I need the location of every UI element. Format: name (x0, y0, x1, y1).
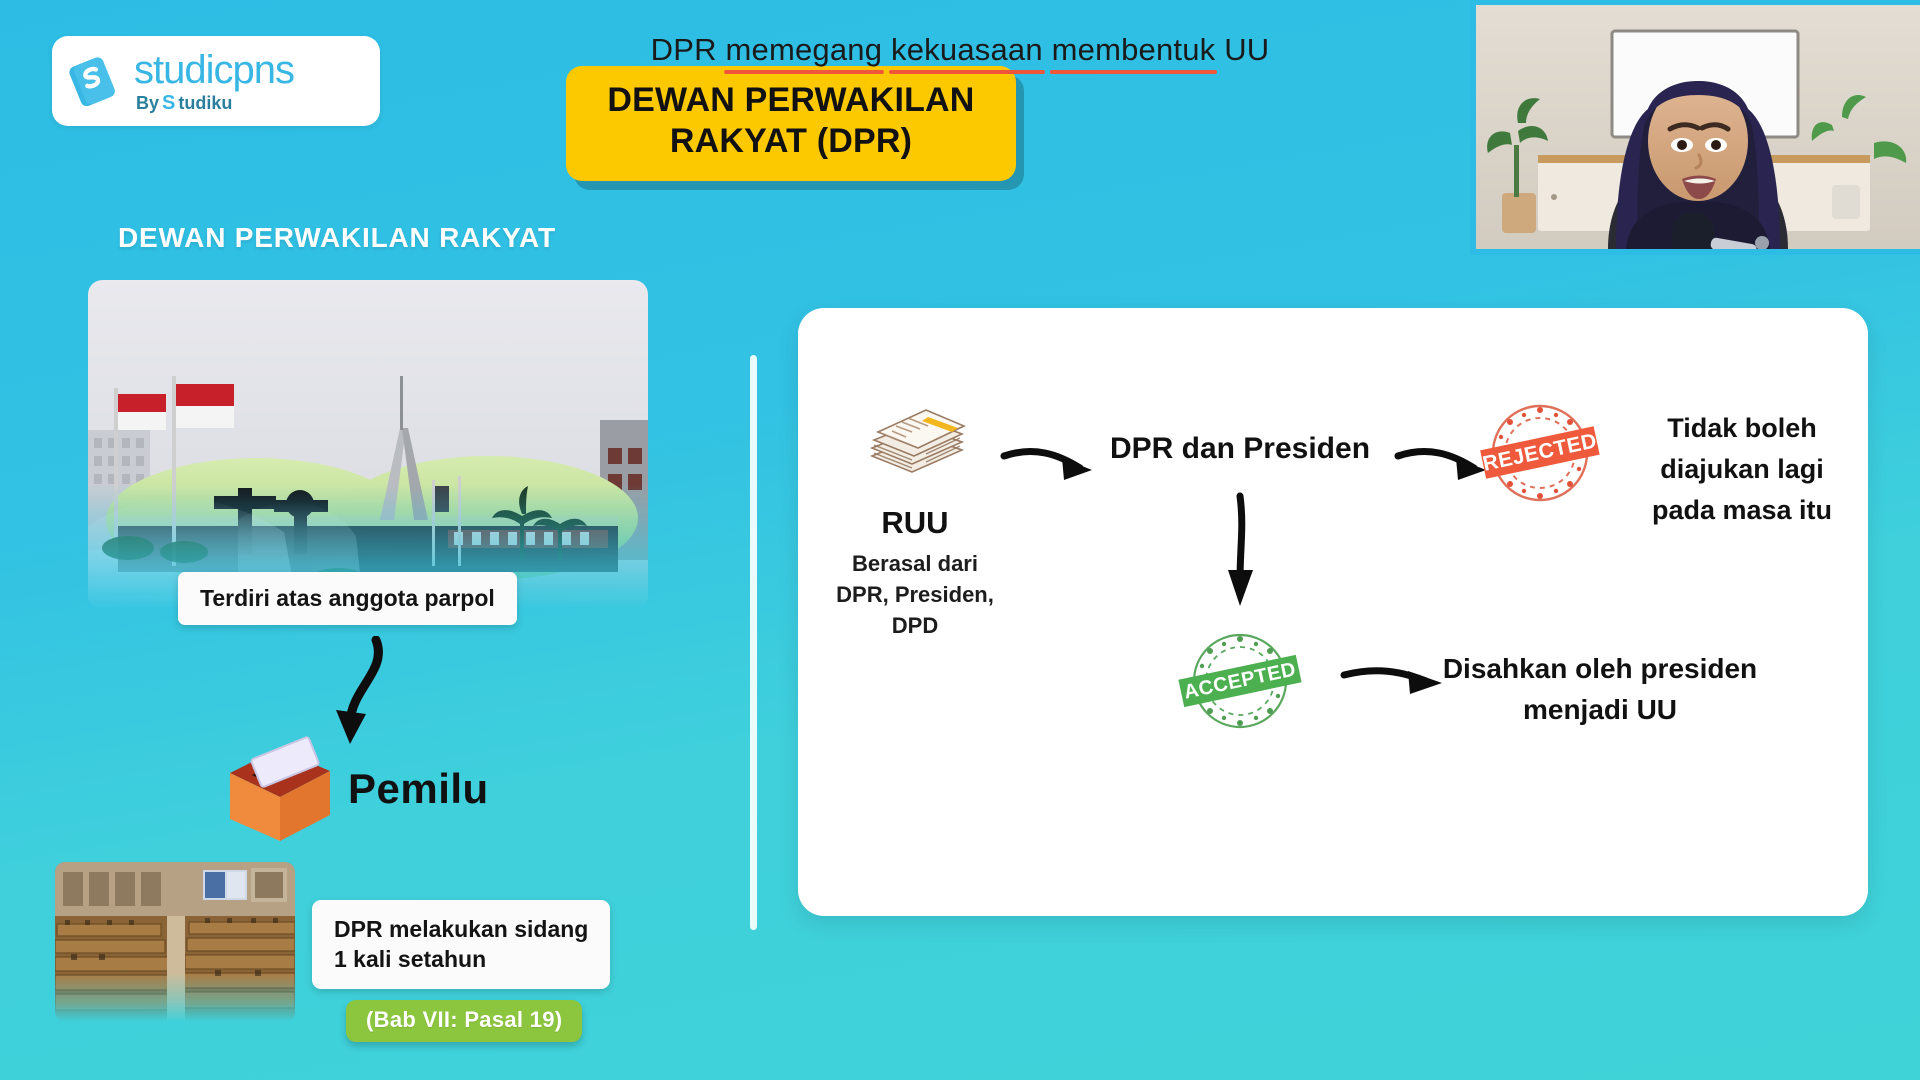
studiku-bolt-icon: S (162, 91, 176, 114)
accepted-text-line-2: menjadi UU (1522, 694, 1678, 726)
caption-sidang-line-1: DPR melakukan sidang (334, 916, 589, 942)
presenter-webcam-overlay (1470, 0, 1920, 255)
brand-tagline-name: tudiku (178, 92, 233, 113)
rejected-outcome-text: Tidak boleh diajukan lagi pada masa itu (1612, 408, 1872, 531)
studicpns-s-logo-icon (66, 53, 122, 109)
arrow-down-accepted-icon (1222, 492, 1262, 618)
rejected-stamp-icon: REJECTED (1480, 398, 1600, 508)
ruu-subtitle: Berasal dari DPR, Presiden, DPD (810, 548, 1020, 642)
rejected-text-line-2: diajukan lagi (1660, 454, 1824, 485)
brand-tagline-by: By (136, 92, 160, 113)
svg-text:REJECTED: REJECTED (1481, 429, 1599, 476)
dpr-building-photo (88, 280, 648, 610)
arrow-right-rejected-icon (1394, 440, 1494, 490)
flow-card-title: DPR memegang kekuasaan membentuk UU (0, 32, 1920, 68)
node-dpr-dan-presiden: DPR dan Presiden (1109, 432, 1371, 465)
ruu-sub-line-3: DPD (891, 613, 939, 639)
flow-title-space-1 (882, 32, 891, 67)
slide-title-line-2: RAKYAT (DPR) (669, 122, 913, 161)
caption-sidang-line-2: 1 kali setahun (334, 946, 487, 973)
arrow-right-accepted-icon (1340, 655, 1450, 705)
pasal-reference-badge: (Bab VII: Pasal 19) (346, 1000, 583, 1042)
ballot-box-icon (218, 735, 338, 845)
accepted-stamp-icon: ACCEPTED (1178, 628, 1302, 734)
flow-title-prefix: DPR (650, 32, 726, 67)
ruu-sub-line-2: DPR, Presiden, (836, 582, 994, 608)
rejected-text-line-3: pada masa itu (1651, 495, 1833, 526)
brand-name: studicpns (134, 47, 295, 92)
accepted-outcome-text: Disahkan oleh presiden menjadi UU (1400, 648, 1800, 731)
flow-title-word-kekuasaan: kekuasaan (891, 32, 1043, 67)
caption-parpol: Terdiri atas anggota parpol (178, 572, 517, 625)
rejected-text-line-1: Tidak boleh (1667, 413, 1817, 443)
arrow-right-ruu-icon (1000, 440, 1100, 490)
slide-title-line-1: DEWAN PERWAKILAN (607, 81, 975, 119)
svg-text:ACCEPTED: ACCEPTED (1182, 658, 1298, 703)
arrow-down-curved-icon (330, 635, 410, 756)
flow-title-word-memegang: memegang (725, 32, 883, 67)
flow-title-word-membentuk: membentuk (1051, 32, 1216, 67)
ruu-sub-line-1: Berasal dari (852, 551, 978, 576)
presenter-webcam-feed (1476, 5, 1920, 249)
stacked-documents-icon (862, 398, 970, 476)
accepted-text-line-1: Disahkan oleh presiden (1442, 653, 1758, 684)
slide-title-banner: DEWAN PERWAKILAN RAKYAT (DPR) (566, 66, 1016, 181)
flow-title-suffix: UU (1215, 32, 1270, 67)
vertical-divider (750, 355, 757, 930)
law-making-flow-card (798, 308, 1868, 916)
flow-title-space-2 (1043, 32, 1052, 67)
caption-sidang: DPR melakukan sidang 1 kali setahun (312, 900, 611, 989)
section-heading: DEWAN PERWAKILAN RAKYAT (118, 222, 556, 253)
dpr-chamber-photo (55, 862, 295, 1022)
pemilu-label: Pemilu (348, 765, 489, 812)
ruu-title: RUU (881, 505, 949, 540)
